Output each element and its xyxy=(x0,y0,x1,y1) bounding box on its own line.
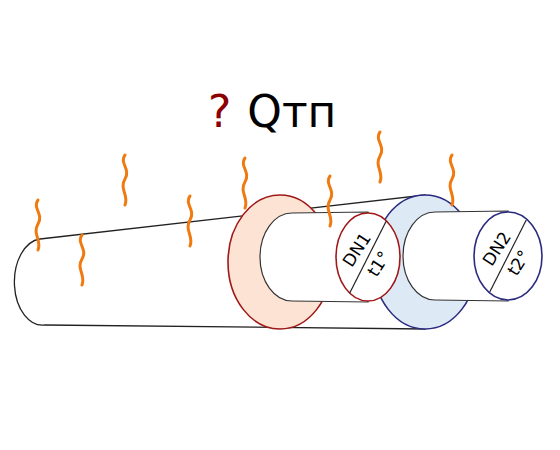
heat-flame xyxy=(378,132,382,182)
heat-flame xyxy=(123,155,127,205)
heat-flame xyxy=(188,196,192,246)
heat-flame xyxy=(243,158,247,208)
title: Qтп xyxy=(247,86,336,137)
casing-pipe xyxy=(14,195,425,329)
pipe-end: DN1t1° xyxy=(335,212,401,302)
heat-flame xyxy=(80,235,84,285)
pipe-end-circle xyxy=(474,212,542,300)
heat-flame xyxy=(450,155,454,205)
heat-flame xyxy=(36,200,40,250)
pipe-end-circle xyxy=(336,213,400,301)
question-mark: ? xyxy=(208,86,231,137)
heat-flame xyxy=(328,176,332,226)
pipe-end: DN2t2° xyxy=(473,211,543,301)
